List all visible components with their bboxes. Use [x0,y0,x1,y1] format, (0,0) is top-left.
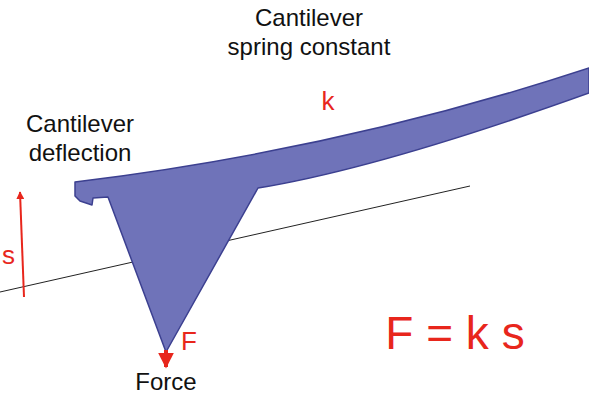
force-arrow [164,350,168,367]
symbol-label: k [316,86,340,117]
symbol-label: s [2,240,18,271]
part-label: Cantilever spring constant [222,4,396,62]
deflection-arrow [20,192,24,297]
part-label: Cantilever deflection [14,110,146,168]
part-label: Force [116,368,216,397]
symbol-label: F [181,326,203,357]
formula-label: F = k s [330,306,580,361]
